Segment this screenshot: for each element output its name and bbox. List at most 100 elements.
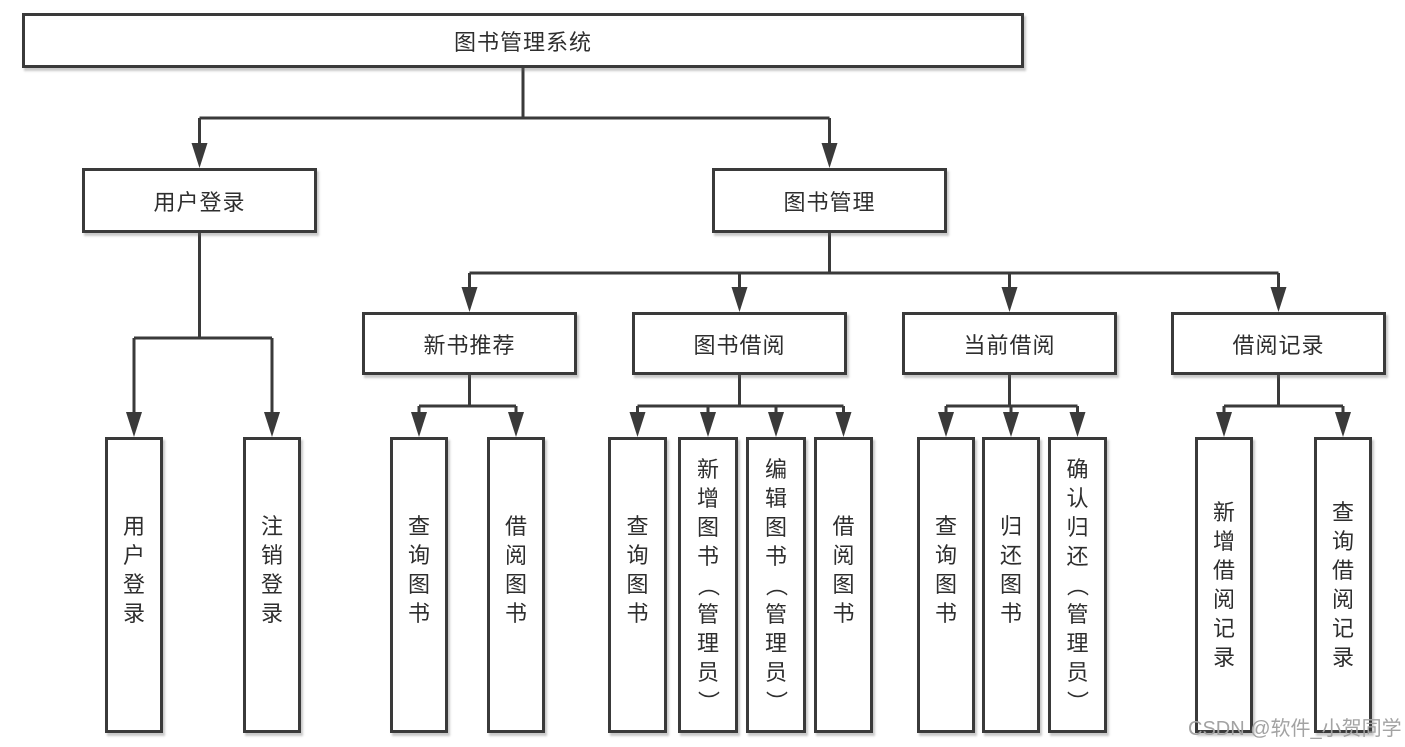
node-char: 阅 [1331, 587, 1354, 612]
arrowhead [1003, 412, 1019, 437]
node-char: 理 [696, 630, 719, 656]
arrowhead [1270, 287, 1287, 312]
node-char: 图 [832, 572, 855, 597]
node-char: 录 [260, 601, 283, 626]
arrowhead [191, 143, 208, 168]
node-char: 录 [1212, 645, 1235, 670]
node-book-borrow: 图书借阅 [632, 312, 847, 375]
node-char: 询 [626, 543, 649, 568]
connector-path-new-books [417, 375, 518, 416]
node-char: （ [763, 573, 789, 597]
node-char: 查 [934, 514, 957, 539]
node-leaf-bb-edit: 编辑图书（管理员） [746, 437, 806, 733]
node-char: 新 [1212, 500, 1235, 525]
node-char: 销 [260, 543, 283, 568]
node-char: 借 [1331, 558, 1354, 583]
connector-path-book-borrow [636, 375, 845, 416]
node-leaf-cb-query: 查询图书 [917, 437, 975, 733]
node-char: 借 [832, 514, 855, 539]
node-char: 图 [764, 514, 787, 540]
node-char: 书 [764, 543, 787, 569]
node-char: 管 [696, 601, 719, 627]
node-char: 询 [407, 543, 430, 568]
node-current-borrow: 当前借阅 [902, 312, 1117, 375]
arrowhead [1069, 412, 1086, 437]
node-leaf-bb-add: 新增图书（管理员） [678, 437, 738, 733]
node-char: 确 [1066, 456, 1089, 482]
arrowhead [264, 412, 280, 437]
arrowhead [700, 412, 716, 437]
node-char: 查 [626, 514, 649, 539]
node-char: 阅 [504, 543, 527, 568]
node-label: 图书管理 [783, 189, 876, 215]
node-char: 记 [1212, 616, 1235, 641]
node-char: 图 [696, 514, 719, 540]
node-char: 户 [122, 543, 145, 568]
node-char: 书 [934, 601, 957, 626]
node-char: 借 [1212, 558, 1235, 583]
arrowhead [629, 412, 646, 437]
node-char: 管 [764, 601, 787, 627]
node-char: 增 [1212, 529, 1235, 554]
arrowhead [768, 412, 784, 437]
node-char: 认 [1066, 485, 1089, 511]
node-label: 用户登录 [153, 189, 246, 215]
node-char: 书 [832, 601, 855, 626]
node-new-books: 新书推荐 [362, 312, 577, 375]
node-char: 书 [626, 601, 649, 626]
node-char: 归 [999, 514, 1022, 539]
node-char: 书 [407, 601, 430, 626]
node-char: 用 [122, 514, 145, 539]
node-char: 借 [504, 514, 527, 539]
arrowhead [821, 143, 838, 168]
node-leaf-rec-add: 新增借阅记录 [1195, 437, 1253, 733]
csdn-watermark: CSDN @软件_小贺同学 [1188, 718, 1402, 740]
node-char: 员 [1066, 659, 1089, 685]
node-book-mgmt: 图书管理 [712, 168, 947, 233]
node-user-login: 用户登录 [82, 168, 317, 233]
node-char: ） [695, 689, 721, 713]
node-char: 新 [696, 456, 719, 482]
node-leaf-rec-query: 查询借阅记录 [1314, 437, 1372, 733]
node-label: 新书推荐 [423, 332, 516, 358]
connector-path-root [198, 68, 831, 147]
node-char: 阅 [1212, 587, 1235, 612]
node-char: 记 [1331, 616, 1354, 641]
arrowhead [731, 287, 748, 312]
node-leaf-user-login: 用户登录 [105, 437, 163, 733]
node-leaf-nb-query: 查询图书 [390, 437, 448, 733]
arrowhead [938, 412, 954, 437]
arrowhead [835, 412, 852, 437]
connector-path-borrow-records [1222, 375, 1345, 416]
node-leaf-logout: 注销登录 [243, 437, 301, 733]
node-char: ） [763, 689, 789, 713]
arrowhead [508, 412, 524, 437]
node-char: 辑 [764, 485, 787, 511]
node-leaf-cb-return: 归还图书 [982, 437, 1040, 733]
node-char: ） [1064, 689, 1090, 713]
node-char: 书 [696, 543, 719, 569]
node-label: 图书管理系统 [453, 29, 592, 55]
node-label: 借阅记录 [1232, 332, 1325, 358]
node-leaf-nb-borrow: 借阅图书 [487, 437, 545, 733]
arrowhead [126, 412, 142, 437]
node-char: 图 [999, 572, 1022, 597]
node-char: 图 [407, 572, 430, 597]
node-char: 注 [260, 514, 283, 539]
node-char: 书 [504, 601, 527, 626]
node-borrow-records: 借阅记录 [1171, 312, 1386, 375]
node-leaf-bb-borrow: 借阅图书 [814, 437, 873, 733]
node-root: 图书管理系统 [22, 13, 1024, 68]
node-char: 管 [1066, 601, 1089, 627]
node-char: 图 [504, 572, 527, 597]
arrowhead [1001, 287, 1018, 312]
node-label: 图书借阅 [693, 332, 786, 358]
node-char: 录 [122, 601, 145, 626]
node-char: 阅 [832, 543, 855, 568]
node-char: 询 [1331, 529, 1354, 554]
node-char: 录 [1331, 645, 1354, 670]
node-char: 归 [1066, 514, 1089, 540]
